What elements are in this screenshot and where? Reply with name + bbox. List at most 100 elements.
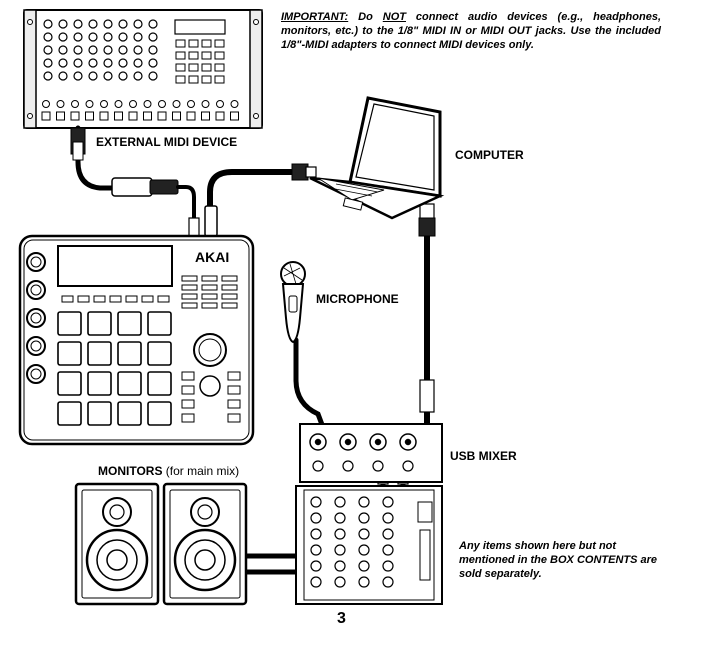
mpc-button-icon [61,295,74,303]
mixer-channel-knob-icon [334,528,346,540]
rack-knob-icon [148,45,158,55]
rack-knob-icon [118,58,128,68]
mpc-function-button-icon [221,284,238,291]
mpc-knob-cap-icon [30,368,42,380]
mpc-pad-icon [117,401,142,426]
mixer-channel-knob-icon [382,528,394,540]
studio-monitors [74,482,248,606]
mpc-pad-icon [117,341,142,366]
mpc-pad-icon [147,371,172,396]
mixer-channel-knob-icon [334,512,346,524]
rack-jack-icon [201,100,210,108]
rack-key-icon [85,111,94,121]
mpc-function-button-icon [201,284,218,291]
rack-button-icon [188,63,199,72]
mixer-channel-knob-icon [310,512,322,524]
rack-key-icon [70,111,80,121]
mixer-jack-pin-icon [314,438,322,446]
mpc-function-button-icon [181,284,198,291]
rack-jack-icon [230,100,239,108]
mixer-channel-knob-icon [358,560,370,572]
mpc-function-button-icon [201,293,218,300]
rack-key-icon [230,111,239,121]
rack-knob-icon [118,45,128,55]
rack-jack-icon [114,100,123,108]
rack-button-icon [201,51,212,60]
mpc-transport-button-icon [227,371,241,381]
rack-key-icon [186,111,196,121]
rack-key-icon [99,111,109,121]
rack-jack-icon [187,100,195,108]
important-note: IMPORTANT: Do NOT connect audio devices … [281,10,661,52]
important-part1: Do [348,11,383,23]
rack-key-icon [41,111,51,121]
mixer-channel-knob-icon [382,544,394,556]
mpc-button-icon [77,295,90,303]
mpc-transport-button-icon [181,413,195,423]
mixer-knob-icon [342,460,354,472]
rack-knob-icon [133,45,143,55]
rack-knob-icon [133,71,143,81]
rack-knob-icon [73,71,83,81]
mixer-jack-pin-icon [374,438,382,446]
mixer-channel-knob-icon [310,560,322,572]
mixer-channel-knob-icon [358,576,370,588]
rack-knob-icon [73,19,83,29]
mpc-pad-icon [117,311,142,336]
rack-knob-icon [133,58,143,68]
mpc-button-icon [125,295,138,303]
mpc-transport-button-icon [227,385,241,395]
mpc-transport-button-icon [227,413,241,423]
rack-knob-icon [58,71,68,81]
rack-jack-icon [216,100,224,108]
box-contents-note: Any items shown here but not mentioned i… [459,540,658,580]
sampler-brand: AKAI [195,249,229,265]
rack-button-icon [201,63,212,72]
mpc-function-button-icon [221,275,238,282]
rack-button-icon [201,75,212,84]
rack-button-icon [214,39,225,48]
rack-knob-icon [88,19,98,29]
external-midi-device [23,9,263,129]
rack-knob-icon [88,32,98,42]
mpc-button-icon [157,295,170,303]
rack-knob-icon [73,58,83,68]
mpc-function-button-icon [201,275,218,282]
mpc-button-icon [109,295,122,303]
rack-button-icon [175,39,186,48]
rack-knob-icon [103,32,113,42]
important-part2: connect audio devices (e.g., headphones,… [281,11,661,51]
rack-knob-icon [43,71,53,81]
mixer-channel-knob-icon [334,560,346,572]
mpc-pad-icon [147,311,172,336]
mixer-channel-knob-icon [334,544,346,556]
usb-mixer [295,423,443,605]
mpc-pad-icon [87,401,112,426]
mpc-pad-icon [117,371,142,396]
mixer-knob-icon [312,460,324,472]
mpc-function-button-icon [181,302,198,309]
label-monitors: MONITORS (for main mix) [98,464,239,478]
mixer-knob-icon [402,460,414,472]
rack-button-icon [175,63,186,72]
rack-knob-icon [43,32,53,42]
rack-knob-icon [103,58,113,68]
label-computer: COMPUTER [455,148,524,162]
rack-knob-icon [43,45,53,55]
label-monitors-main: MONITORS [98,464,163,478]
rack-knob-icon [88,71,98,81]
rack-knob-icon [58,45,68,55]
rack-key-icon [157,111,167,121]
mixer-jack-pin-icon [344,438,352,446]
mpc-function-button-icon [181,275,198,282]
mpc-pad-icon [87,311,112,336]
rack-knob-icon [148,19,158,29]
rack-knob-icon [148,71,158,81]
rack-knob-icon [58,19,68,29]
mixer-knob-icon [372,460,384,472]
mpc-button-icon [141,295,154,303]
rack-knob-icon [73,32,83,42]
mixer-channel-knob-icon [358,528,370,540]
mpc-knob-cap-icon [30,284,42,296]
mpc-pad-icon [57,401,82,426]
